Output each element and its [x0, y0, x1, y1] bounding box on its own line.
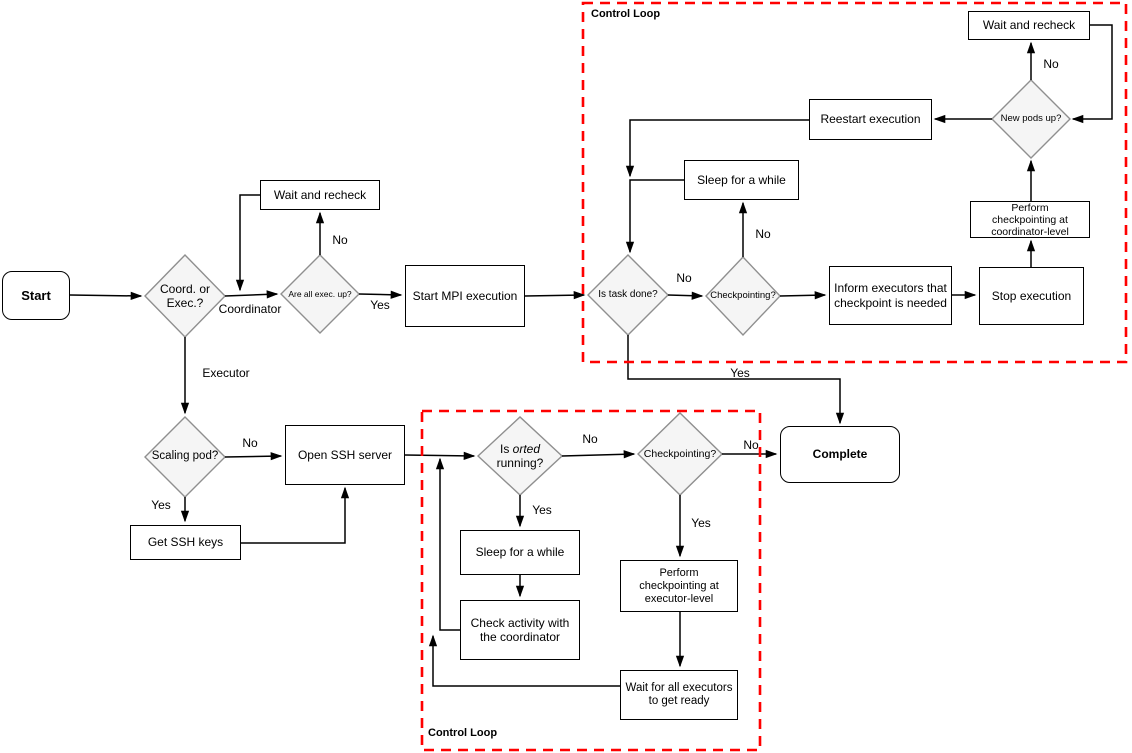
- node-sleep-for-a-while-top: Sleep for a while: [684, 160, 799, 200]
- edge-label-no-checkpointing-top: No: [755, 227, 771, 241]
- edge-checkpointing-to-inform: [779, 291, 827, 300]
- edge-label-no-new-pods: No: [1043, 57, 1059, 71]
- node-stop-execution: Stop execution: [979, 267, 1084, 325]
- edge-wait-executors-loopback: [428, 634, 620, 687]
- node-wait-for-all-executors: Wait for all executors to get ready: [620, 670, 738, 720]
- node-wait-and-recheck-right: Wait and recheck: [968, 11, 1090, 40]
- edge-label-no-orted: No: [582, 432, 598, 446]
- decision-is-orted-running-label: Is orted running?: [478, 417, 562, 495]
- control-loop-label-bottom: Control Loop: [428, 727, 498, 739]
- edge-label-no-checkpointing-bottom: No: [743, 438, 759, 452]
- node-perform-checkpointing-coordinator: Perform checkpointing at coordinator-lev…: [970, 201, 1090, 238]
- node-start: Start: [2, 271, 70, 320]
- node-wait-and-recheck-left: Wait and recheck: [260, 180, 380, 210]
- edge-label-yes-checkpointing-bottom: Yes: [691, 516, 711, 530]
- edge-sleep-top-to-task-done: [625, 179, 684, 254]
- orted-label-pre: Is: [499, 441, 513, 456]
- edge-label-coordinator: Coordinator: [218, 302, 282, 316]
- edge-scaling-no-to-open-ssh: [224, 452, 283, 461]
- edge-start-to-coord: [69, 291, 143, 300]
- node-get-ssh-keys: Get SSH keys: [130, 525, 241, 560]
- edge-open-ssh-to-orted: [404, 451, 476, 460]
- node-check-activity: Check activity with the coordinator: [460, 600, 580, 660]
- node-open-ssh-server: Open SSH server: [285, 425, 405, 485]
- node-sleep-for-a-while-bottom: Sleep for a while: [460, 530, 580, 575]
- edge-reestart-loopback: [625, 119, 809, 178]
- decision-checkpointing-top-label: Checkpointing?: [710, 290, 776, 302]
- edge-wait-right-to-new-pods: [1071, 24, 1113, 124]
- decision-scaling-pod-label: Scaling pod?: [151, 450, 219, 463]
- orted-label-post: running?: [496, 456, 544, 470]
- edge-task-done-no-to-checkpointing: [667, 291, 704, 300]
- edge-task-done-yes-to-complete: [627, 335, 845, 425]
- edge-label-no-all-exec: No: [332, 233, 348, 247]
- edge-label-yes-all-exec: Yes: [370, 298, 390, 312]
- edge-coord-to-all-exec: [224, 290, 279, 299]
- orted-label-italic: orted: [512, 441, 541, 456]
- node-start-mpi-execution: Start MPI execution: [405, 265, 525, 327]
- edge-all-exec-yes-to-mpi: [358, 290, 403, 299]
- decision-all-exec-up-label: Are all exec. up?: [288, 288, 352, 299]
- edge-label-executor: Executor: [202, 366, 250, 380]
- edge-check-activity-loopback: [435, 457, 460, 631]
- decision-checkpointing-bottom-label: Checkpointing?: [643, 447, 717, 460]
- node-perform-checkpointing-executor: Perform checkpointing at executor-level: [620, 560, 738, 612]
- edge-mpi-to-task-done: [524, 291, 586, 300]
- decision-new-pods-up: [991, 79, 1071, 159]
- edge-orted-no-to-checkpointing: [561, 450, 636, 459]
- edge-label-yes-orted: Yes: [532, 503, 552, 517]
- edge-get-ssh-to-open-ssh: [241, 486, 350, 544]
- decision-new-pods-up-label: New pods up?: [1000, 113, 1062, 125]
- edge-label-no-scaling: No: [242, 436, 258, 450]
- node-reestart-execution: Reestart execution: [809, 99, 932, 140]
- edge-wait-left-loopback: [235, 194, 260, 292]
- edge-label-yes-task-done: Yes: [730, 366, 750, 380]
- edge-label-no-task-done: No: [676, 271, 692, 285]
- decision-is-task-done-label: Is task done?: [598, 289, 658, 301]
- node-complete: Complete: [780, 426, 900, 483]
- control-loop-frame-top: [581, 1, 1128, 364]
- control-loop-label-top: Control Loop: [591, 8, 661, 20]
- decision-coord-or-exec-label: Coord. or Exec.?: [159, 281, 211, 310]
- edge-label-yes-scaling: Yes: [151, 498, 171, 512]
- node-inform-executors: Inform executors that checkpoint is need…: [829, 266, 952, 325]
